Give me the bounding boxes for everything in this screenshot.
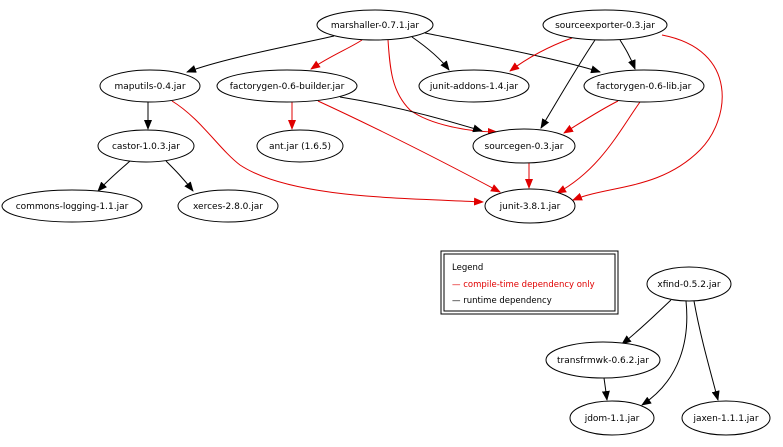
node-jdom[interactable]: jdom-1.1.jar: [569, 400, 655, 436]
edge-sourceexporter-to-sourcegen: [540, 39, 596, 129]
node-ant[interactable]: ant.jar (1.6.5): [256, 129, 344, 163]
legend: Legend — compile-time dependency only — …: [440, 250, 619, 315]
node-label: xfind-0.5.2.jar: [657, 280, 720, 290]
edge-maputils-to-junit: [171, 100, 484, 206]
node-jaxen[interactable]: jaxen-1.1.1.jar: [681, 400, 771, 436]
legend-title: Legend: [452, 263, 483, 273]
node-junitaddons[interactable]: junit-addons-1.4.jar: [418, 69, 530, 103]
node-ellipse: [484, 188, 576, 224]
edge-fglib-to-sourcegen: [563, 100, 619, 134]
edge-sourceexporter-to-junitaddons: [509, 37, 573, 72]
node-ellipse: [216, 69, 358, 103]
node-ellipse: [681, 400, 771, 436]
node-label: sourceexporter-0.3.jar: [555, 21, 655, 31]
legend-item-runtime: — runtime dependency: [452, 296, 552, 306]
edge-xfind-to-transfrmwk: [621, 299, 672, 345]
node-xerces[interactable]: xerces-2.8.0.jar: [177, 189, 279, 223]
node-xfind[interactable]: xfind-0.5.2.jar: [646, 266, 732, 302]
node-sourceexporter[interactable]: sourceexporter-0.3.jar: [542, 9, 668, 41]
edge-xfind-to-jdom: [641, 300, 688, 406]
node-ellipse: [545, 341, 661, 379]
node-ellipse: [583, 69, 705, 103]
edge-castor-to-xerces: [165, 160, 194, 192]
edge-marshaller-to-fgbuilder: [310, 39, 363, 70]
node-ellipse: [646, 266, 732, 302]
node-castor[interactable]: castor-1.0.3.jar: [97, 129, 195, 163]
node-fglib[interactable]: factorygen-0.6-lib.jar: [583, 69, 705, 103]
edge-marshaller-to-sourcegen: [387, 39, 498, 136]
nodes-layer: marshaller-0.7.1.jar sourceexporter-0.3.j…: [1, 9, 771, 436]
node-label: xerces-2.8.0.jar: [193, 202, 263, 212]
node-junit[interactable]: junit-3.8.1.jar: [484, 188, 576, 224]
edge-marshaller-to-junitaddons: [411, 36, 450, 71]
node-label: factorygen-0.6-lib.jar: [597, 82, 692, 92]
node-maputils[interactable]: maputils-0.4.jar: [99, 69, 201, 103]
edge-fglib-to-junit: [556, 101, 641, 194]
edge-xfind-to-jaxen: [693, 300, 720, 401]
node-label: jdom-1.1.jar: [584, 414, 640, 424]
node-ellipse: [99, 69, 201, 103]
node-ellipse: [569, 400, 655, 436]
edge-sourceexporter-to-fglib: [619, 39, 636, 70]
node-transfrmwk[interactable]: transfrmwk-0.6.2.jar: [545, 341, 661, 379]
node-label: commons-logging-1.1.jar: [16, 202, 129, 212]
node-commonslogging[interactable]: commons-logging-1.1.jar: [1, 189, 143, 223]
node-label: factorygen-0.6-builder.jar: [230, 82, 345, 92]
node-ellipse: [256, 129, 344, 163]
node-label: marshaller-0.7.1.jar: [331, 21, 420, 31]
edge-sourceexporter-to-junit: [572, 34, 723, 201]
edge-fgbuilder-to-junit: [317, 100, 501, 193]
node-label: junit-addons-1.4.jar: [429, 82, 518, 92]
node-ellipse: [542, 9, 668, 41]
node-label: maputils-0.4.jar: [114, 82, 185, 92]
node-ellipse: [97, 129, 195, 163]
node-label: ant.jar (1.6.5): [269, 142, 331, 152]
node-label: junit-3.8.1.jar: [499, 202, 561, 212]
node-sourcegen[interactable]: sourcegen-0.3.jar: [472, 128, 576, 164]
node-fgbuilder[interactable]: factorygen-0.6-builder.jar: [216, 69, 358, 103]
legend-item-compile: — compile-time dependency only: [452, 280, 595, 290]
node-ellipse: [316, 9, 434, 41]
node-label: sourcegen-0.3.jar: [485, 142, 564, 152]
node-ellipse: [472, 128, 576, 164]
node-label: transfrmwk-0.6.2.jar: [557, 356, 649, 366]
node-label: jaxen-1.1.1.jar: [692, 414, 758, 424]
node-ellipse: [177, 189, 279, 223]
edge-transfrmwk-to-jdom: [601, 377, 610, 401]
edge-fgbuilder-to-sourcegen: [339, 96, 483, 133]
edge-castor-to-commonslogging: [97, 160, 131, 192]
node-ellipse: [418, 69, 530, 103]
edge-marshaller-to-maputils: [186, 35, 335, 73]
legend-inner-border: [443, 253, 616, 312]
edges-layer: [97, 32, 723, 406]
node-label: castor-1.0.3.jar: [112, 142, 180, 152]
edge-marshaller-to-fglib: [424, 32, 601, 74]
node-ellipse: [1, 189, 143, 223]
node-marshaller[interactable]: marshaller-0.7.1.jar: [316, 9, 434, 41]
